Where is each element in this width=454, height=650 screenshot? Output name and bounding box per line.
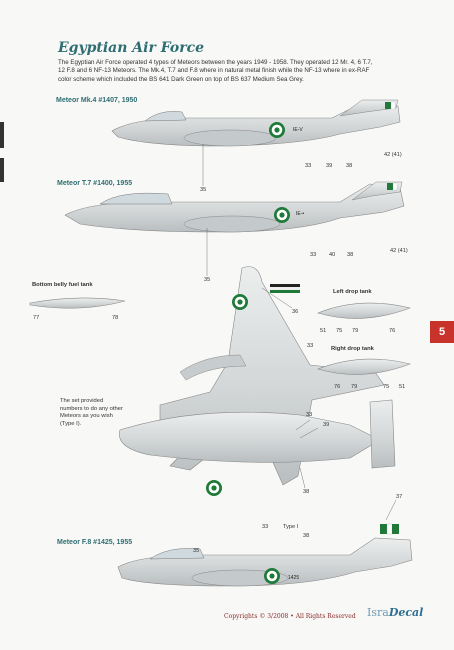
callout-number: 38 [303,533,310,539]
copyright-text: Copyrights © 3/2008 • All Rights Reserve… [224,613,356,620]
tank-number: 79 [352,328,359,334]
callout-number: 33 [262,524,269,530]
tank-drawings [29,297,412,375]
svg-text:IE-•: IE-• [296,211,304,217]
meteor-f8-plan-view [119,266,396,496]
mk4-caption: Meteor Mk.4 #1407, 1950 [56,97,138,104]
binding-mark [0,158,4,182]
callout-number: 39 [326,163,333,169]
right-drop-tank-title: Right drop tank [331,346,374,352]
tank-number: 76 [389,328,396,334]
tank-number: 78 [112,315,119,321]
numbers-note: The set provided numbers to do any other… [60,398,123,427]
meteor-f8-side-view: 1425 [117,523,413,587]
callout-number: 42 (41) [390,248,408,254]
tank-number: 75 [383,384,390,390]
tank-number: 76 [334,384,341,390]
callout-number: 35 [193,548,200,554]
svg-text:IE-V: IE-V [293,127,303,133]
page-title: Egyptian Air Force [58,40,205,56]
tank-number: 51 [320,328,327,334]
t7-caption: Meteor T.7 #1400, 1955 [57,180,133,187]
callout-number: 33 [305,163,312,169]
tank-number: 79 [351,384,358,390]
callout-number: 33 [306,412,313,418]
intro-paragraph: The Egyptian Air Force operated 4 types … [58,59,373,83]
meteor-t7-side-view: IE-• [64,181,405,233]
tank-number: 75 [336,328,343,334]
callout-number: 42 (41) [384,152,402,158]
meteor-mk4-side-view: IE-V [111,99,401,147]
callout-number: 37 [396,494,403,500]
callout-number: 38 [346,163,353,169]
callout-number: Type I [283,524,299,530]
binding-mark [0,122,4,148]
page-number-tab: 5 [430,321,454,343]
f8-caption: Meteor F.8 #1425, 1955 [57,539,133,546]
callout-number: 35 [204,277,211,283]
callout-number: 40 [329,252,336,258]
callout-number: 38 [347,252,354,258]
callout-number: 35 [200,187,207,193]
isradecal-logo: IsraDecal [367,606,424,619]
left-drop-tank-title: Left drop tank [333,289,372,295]
callout-number: 33 [307,343,314,349]
callout-number: 33 [310,252,317,258]
callout-number: 39 [323,422,330,428]
belly-tank-title: Bottom belly fuel tank [32,282,93,288]
callout-leaders [202,144,397,521]
svg-text:1425: 1425 [288,575,299,581]
tank-number: 77 [33,315,40,321]
callout-number: 38 [303,489,310,495]
tank-number: 51 [399,384,406,390]
callout-number: 36 [292,309,299,315]
